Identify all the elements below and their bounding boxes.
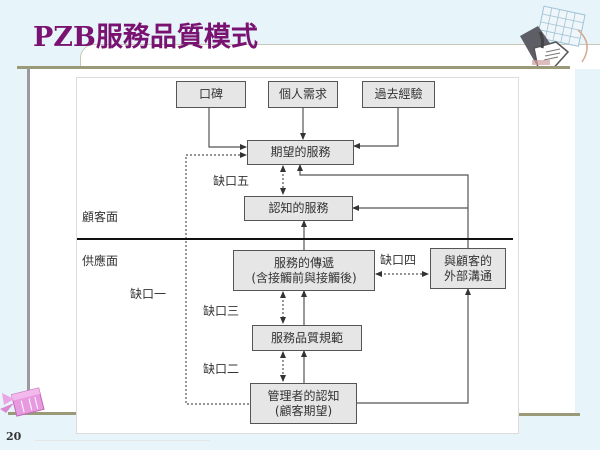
box-past-experience: 過去經驗 <box>362 81 435 108</box>
box-personal-needs-label: 個人需求 <box>278 87 327 101</box>
frame-bottom-rule-left <box>8 412 78 415</box>
box-external-communication-line2: 外部溝通 <box>443 268 492 283</box>
box-service-delivery: 服務的傳遞 (含接觸前與接觸後) <box>233 250 375 291</box>
customer-side-label: 顧客面 <box>82 210 119 224</box>
box-expected-service: 期望的服務 <box>247 140 354 165</box>
frame-top-rule <box>17 66 570 69</box>
box-personal-needs: 個人需求 <box>268 81 338 108</box>
box-service-delivery-line1: 服務的傳遞 <box>273 255 334 270</box>
box-management-perception: 管理者的認知 (顧客期望) <box>250 383 357 424</box>
box-past-experience-label: 過去經驗 <box>374 87 423 101</box>
slide-title: PZB服務品質模式 <box>33 22 258 53</box>
calendar-grid <box>536 5 586 47</box>
box-management-perception-line1: 管理者的認知 <box>267 388 340 403</box>
box-external-communication-line1: 與顧客的 <box>443 253 492 268</box>
gap4-label: 缺口四 <box>380 253 417 267</box>
box-perceived-service-label: 認知的服務 <box>268 201 329 215</box>
gap1-label: 缺口一 <box>130 287 167 301</box>
gap2-label: 缺口二 <box>203 362 240 376</box>
gap1-arrow <box>185 152 249 405</box>
box-word-of-mouth-label: 口碑 <box>198 87 223 101</box>
arrow-external-to-expected <box>297 164 469 248</box>
box-service-quality-specs: 服務品質規範 <box>252 325 362 351</box>
box-service-delivery-line2: (含接觸前與接觸後) <box>251 270 357 285</box>
frame-left-rule <box>27 68 30 415</box>
arrow-past-experience-to-expected <box>353 107 399 149</box>
box-word-of-mouth: 口碑 <box>176 81 246 108</box>
footer-rule <box>35 440 210 441</box>
title-tab-background <box>80 44 600 69</box>
gift-box-icon <box>0 387 45 417</box>
frame-bottom-rule-right <box>517 413 580 416</box>
box-external-communication: 與顧客的 外部溝通 <box>430 248 506 289</box>
box-expected-service-label: 期望的服務 <box>270 145 331 159</box>
box-management-perception-line2: (顧客期望) <box>274 403 333 418</box>
arrow-word-of-mouth-to-expected <box>208 107 247 150</box>
phone-calendar-icon <box>520 5 588 73</box>
box-service-quality-specs-label: 服務品質規範 <box>270 330 343 345</box>
provider-side-label: 供應面 <box>82 254 119 268</box>
gap3-label: 缺口三 <box>203 304 240 318</box>
gap5-label: 缺口五 <box>213 174 250 188</box>
arrow-management-to-external <box>356 288 471 404</box>
box-perceived-service: 認知的服務 <box>244 196 353 221</box>
page-number: 20 <box>6 430 22 443</box>
